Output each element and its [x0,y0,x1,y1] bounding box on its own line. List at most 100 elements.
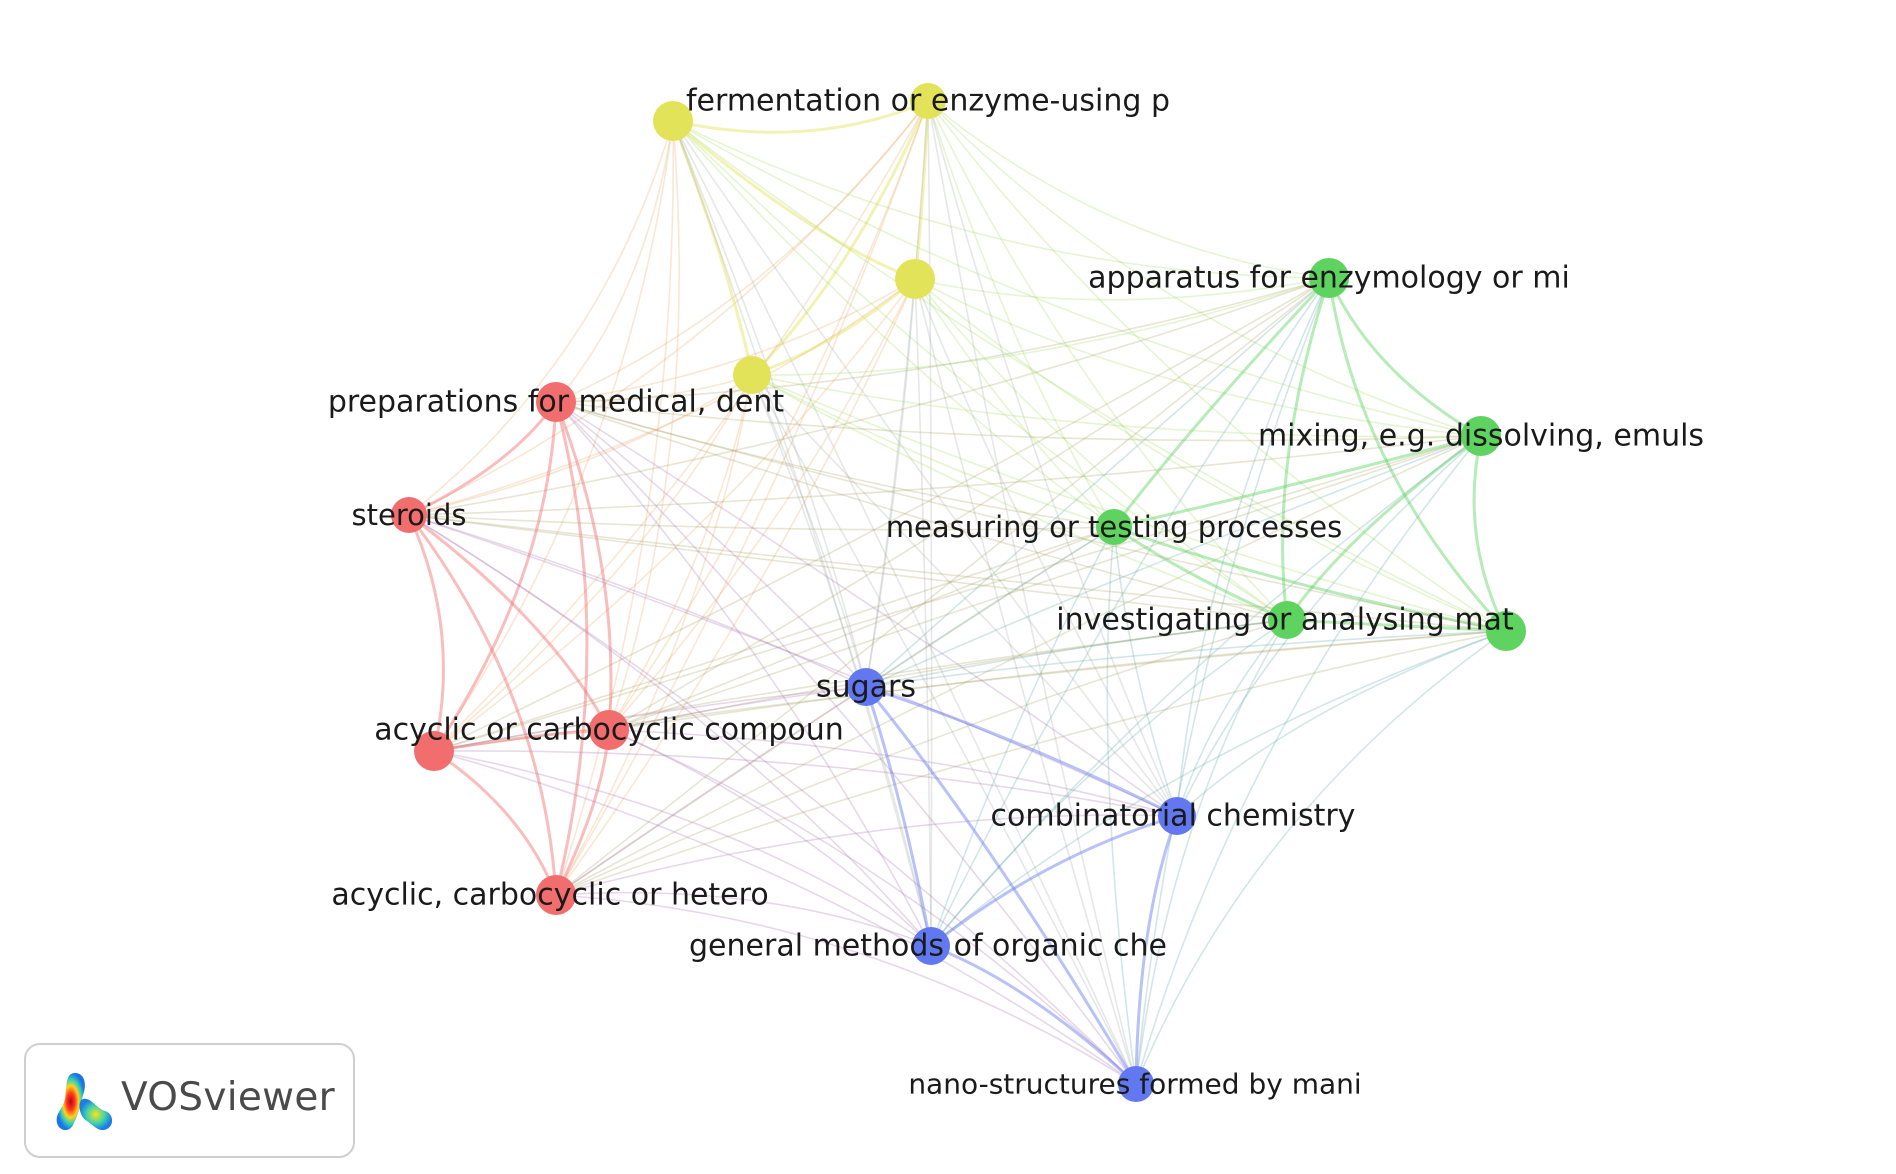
network-link [927,100,1482,437]
node-preparations[interactable] [536,382,576,422]
vosviewer-logo-box: VOSviewer [24,1043,355,1158]
network-link [555,401,1288,621]
network-link [672,120,1507,632]
network-link [433,750,1137,1085]
network-link [555,374,753,896]
network-link [1472,435,1508,632]
network-link [930,619,1288,947]
network-link [865,526,1115,688]
network-link [672,120,1330,279]
network-link [1327,277,1482,438]
network-link [930,435,1482,947]
label-acyclic-hetero: acyclic, carbocyclic or hetero [331,878,768,913]
network-link [672,120,1288,621]
node-steroids[interactable] [391,497,427,533]
network-link [927,100,1178,817]
network-link [433,750,1178,817]
network-link [555,277,1330,403]
network-link [751,374,1137,1085]
network-link [751,277,916,377]
network-link [927,100,1115,528]
network-link [555,401,1137,1085]
network-link [927,100,1288,621]
node-mixing[interactable] [1461,416,1501,456]
network-link [865,278,916,688]
network-link [433,278,916,752]
network-link [1281,277,1331,621]
network-link [672,120,932,947]
network-link [1135,277,1330,1085]
network-link [608,278,916,731]
network-link [555,100,929,403]
network-link [408,514,867,688]
network-link [555,814,1178,896]
node-acyclic-carbo[interactable] [589,710,629,750]
network-link [555,401,932,947]
network-link [914,278,1482,437]
node-y3[interactable] [733,356,771,394]
label-general: general methods of organic che [689,929,1167,964]
node-y1[interactable] [653,101,693,141]
network-link [751,374,867,688]
network-link [750,100,930,377]
network-link [608,630,1507,731]
network-link [930,277,1330,947]
node-fermentation[interactable] [910,83,946,119]
network-link [408,100,929,516]
label-sugars: sugars [816,670,916,705]
network-link [555,894,1137,1085]
node-investigating[interactable] [1268,601,1306,639]
network-link [608,729,1137,1085]
network-link [408,514,1178,817]
network-link [408,514,1507,632]
network-link [408,513,611,731]
network-link [407,514,558,896]
network-link [672,119,916,281]
network-link [1113,525,1288,622]
network-link [672,120,867,688]
node-apparatus[interactable] [1309,258,1349,298]
node-nano[interactable] [1118,1066,1154,1102]
label-nano: nano-structures formed by mani [908,1068,1361,1101]
network-link [433,435,1482,752]
network-link [433,749,558,896]
network-link [555,619,1288,896]
label-investigating: investigating or analysing mat [1056,603,1514,638]
network-link [914,277,1330,301]
network-link [433,750,932,947]
network-link [672,120,1178,817]
network-link [1176,630,1507,817]
network-link [554,401,613,731]
network-link [1112,276,1331,528]
network-link [608,729,932,947]
node-r1[interactable] [414,731,454,771]
node-acyclic-hetero[interactable] [536,875,576,915]
network-link [433,100,929,752]
node-combinatorial[interactable] [1158,797,1196,835]
network-link [608,526,1115,731]
network-link [930,944,1138,1086]
network-link [671,120,754,376]
node-y2[interactable] [895,259,935,299]
network-link [408,514,932,947]
node-sugars[interactable] [847,668,885,706]
network-link [555,630,1507,896]
label-combinatorial: combinatorial chemistry [991,799,1356,834]
label-apparatus: apparatus for enzymology or mi [1088,261,1570,296]
node-general[interactable] [912,927,950,965]
network-link [608,435,1482,731]
network-link [864,686,933,947]
node-g1[interactable] [1486,611,1526,651]
network-link [865,277,1330,688]
label-measuring: measuring or testing processes [886,510,1342,544]
node-measuring[interactable] [1096,509,1132,545]
network-link [672,99,929,134]
network-link [433,686,867,752]
network-link [672,120,1115,528]
network-link [608,277,1330,731]
network-link [751,374,1178,817]
network-link [433,374,753,752]
network-link [555,120,675,896]
network-link [555,401,1115,528]
